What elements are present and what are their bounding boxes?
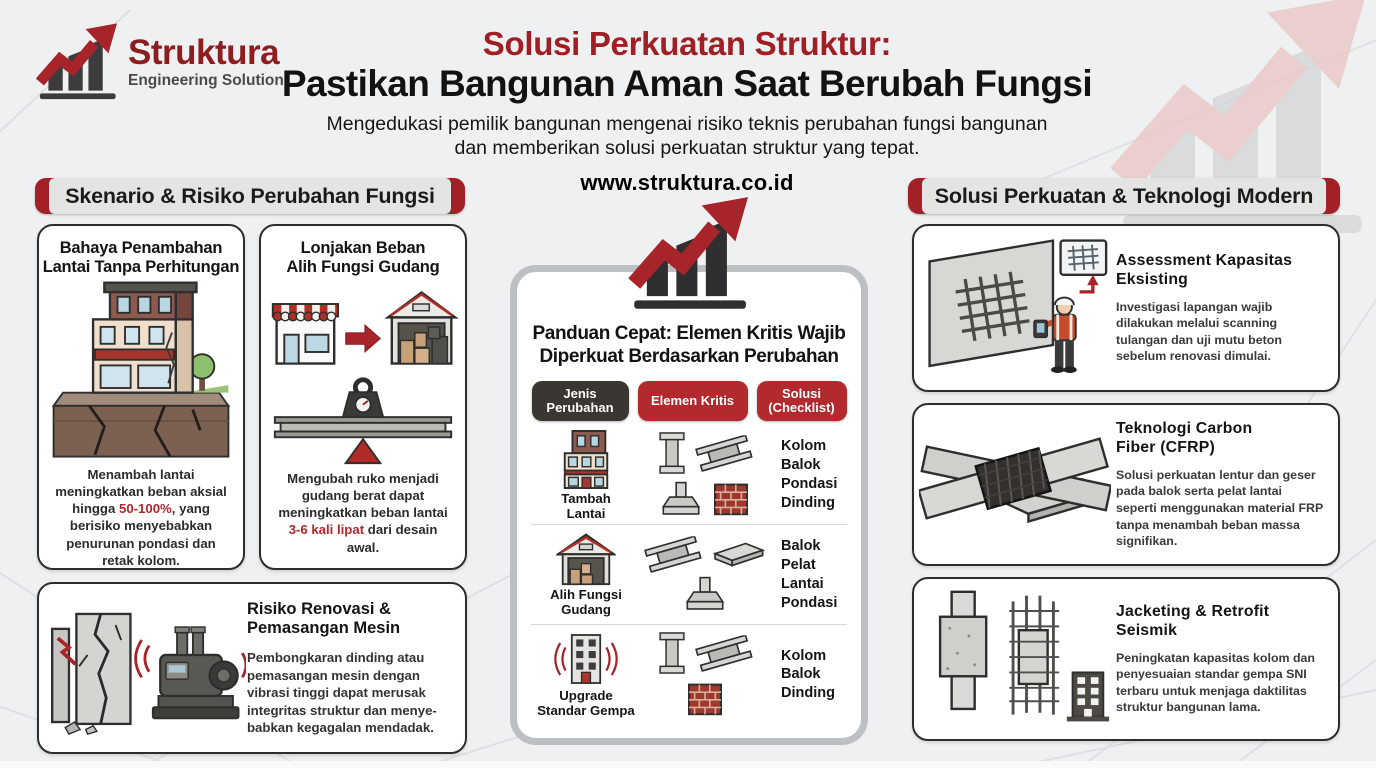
card-title: Bahaya Penambahan Lantai Tanpa Perhitung…	[42, 239, 240, 277]
critical-elements	[637, 630, 773, 719]
card-warehouse-load-risk: Lonjakan Beban Alih Fungsi Gudang	[259, 224, 467, 570]
card-body: Solusi perkuatan lentur dan geser pada b…	[1116, 467, 1324, 549]
column-icon	[657, 630, 687, 676]
left-section-header: Skenario & Risiko Perubahan Fungsi	[35, 178, 465, 214]
card-title: Risiko Renovasi & Pemasangan Mesin	[247, 599, 401, 638]
logo-brand: Struktura	[128, 32, 280, 72]
panel-chart-icon	[622, 195, 756, 313]
steel-beam-icon	[644, 536, 702, 573]
right-section-header: Solusi Perkuatan & Teknologi Modern	[908, 178, 1340, 214]
header: Solusi Perkuatan Struktur: Pastikan Bang…	[277, 25, 1097, 196]
warehouse-icon	[556, 532, 616, 586]
solutions-list: Balok Pelat Lantai Pondasi	[781, 538, 838, 611]
website-url: www.struktura.co.id	[580, 169, 794, 195]
critical-elements	[637, 536, 773, 613]
brick-wall-icon	[711, 479, 751, 519]
cracked-building-illustration	[51, 281, 231, 458]
building-seismic-icon	[554, 631, 618, 687]
left-section-title: Skenario & Risiko Perubahan Fungsi	[65, 183, 435, 208]
overloaded-beam-scale-illustration	[273, 377, 453, 465]
card-carbon-fiber-cfrp: Teknologi Carbon Fiber (CFRP) Solusi per…	[912, 403, 1340, 566]
quick-guide-panel: Panduan Cepat: Elemen Kritis Wajib Diper…	[510, 265, 868, 745]
panel-title: Panduan Cepat: Elemen Kritis Wajib Diper…	[532, 323, 846, 368]
card-body: Pembongkaran dinding atau pemasangan mes…	[247, 650, 437, 735]
steel-beam-icon	[695, 635, 753, 672]
card-title: Assessment Kapasitas Eksisting	[1116, 252, 1293, 289]
rebar-scanning-illustration	[928, 239, 1108, 374]
title-accent: Solusi Perkuatan Struktur:	[482, 25, 892, 62]
card-body: Investigasi lapangan wajib dilakukan mel…	[1116, 299, 1282, 364]
logo-text: Struktura Engineering Solution	[128, 35, 284, 90]
card-jacketing-retrofit: Jacketing & Retrofit Seismik Peningkatan…	[912, 577, 1340, 741]
highlight-50-100: 50-100%	[118, 501, 172, 517]
right-section-title: Solusi Perkuatan & Teknologi Modern	[934, 183, 1314, 208]
footing-icon	[683, 576, 727, 613]
brick-wall-icon	[685, 679, 725, 719]
cracked-wall-machine-illustration	[50, 612, 246, 736]
logo-tagline: Engineering Solution	[128, 71, 284, 89]
poster-bottom-edge	[0, 761, 1376, 768]
footing-icon	[659, 481, 703, 518]
shop-to-warehouse-illustration	[271, 290, 459, 365]
card-add-floor-risk: Bahaya Penambahan Lantai Tanpa Perhitung…	[37, 224, 245, 570]
cfrp-wrap-illustration	[919, 436, 1111, 523]
logo-chart-icon	[34, 22, 120, 102]
subtitle-line-2: dan memberikan solusi perkuatan struktur…	[454, 137, 920, 160]
title-main: Pastikan Bangunan Aman Saat Berubah Fung…	[281, 63, 1093, 105]
card-body: Peningkatan kapasitas kolom dan penyesua…	[1116, 650, 1316, 715]
steel-beam-icon	[695, 435, 753, 472]
card-title: Lonjakan Beban Alih Fungsi Gudang	[286, 239, 440, 277]
card-title: Teknologi Carbon Fiber (CFRP)	[1116, 420, 1253, 457]
card-body: Menambah lantai meningkatkan beban aksia…	[55, 466, 227, 568]
subtitle-line-1: Mengedukasi pemilik bangunan mengenai ri…	[326, 113, 1048, 136]
card-assessment-kapasitas: Assessment Kapasitas Eksisting Investiga…	[912, 224, 1340, 392]
solutions-list: Kolom Balok Dinding	[781, 647, 835, 702]
three-story-building-icon	[557, 428, 615, 490]
column-icon	[657, 430, 687, 476]
solutions-list: Kolom Balok Pondasi Dinding	[781, 438, 838, 511]
highlight-3-6x: 3-6 kali lipat	[288, 522, 365, 538]
card-body: Mengubah ruko menjadi gudang berat dapat…	[278, 470, 448, 555]
slab-icon	[710, 540, 766, 569]
column-header-elemen-kritis: Elemen Kritis	[637, 381, 748, 422]
column-jacketing-illustration	[938, 590, 1110, 722]
card-title: Jacketing & Retrofit Seismik	[1116, 603, 1270, 640]
card-renovation-machine-risk: Risiko Renovasi & Pemasangan Mesin Pembo…	[37, 582, 467, 754]
critical-elements	[637, 430, 773, 519]
logo: Struktura Engineering Solution	[34, 22, 284, 102]
column-header-solusi-checklist: Solusi(Checklist)	[756, 381, 847, 422]
subtitle: Mengedukasi pemilik bangunan mengenai ri…	[277, 113, 1097, 161]
